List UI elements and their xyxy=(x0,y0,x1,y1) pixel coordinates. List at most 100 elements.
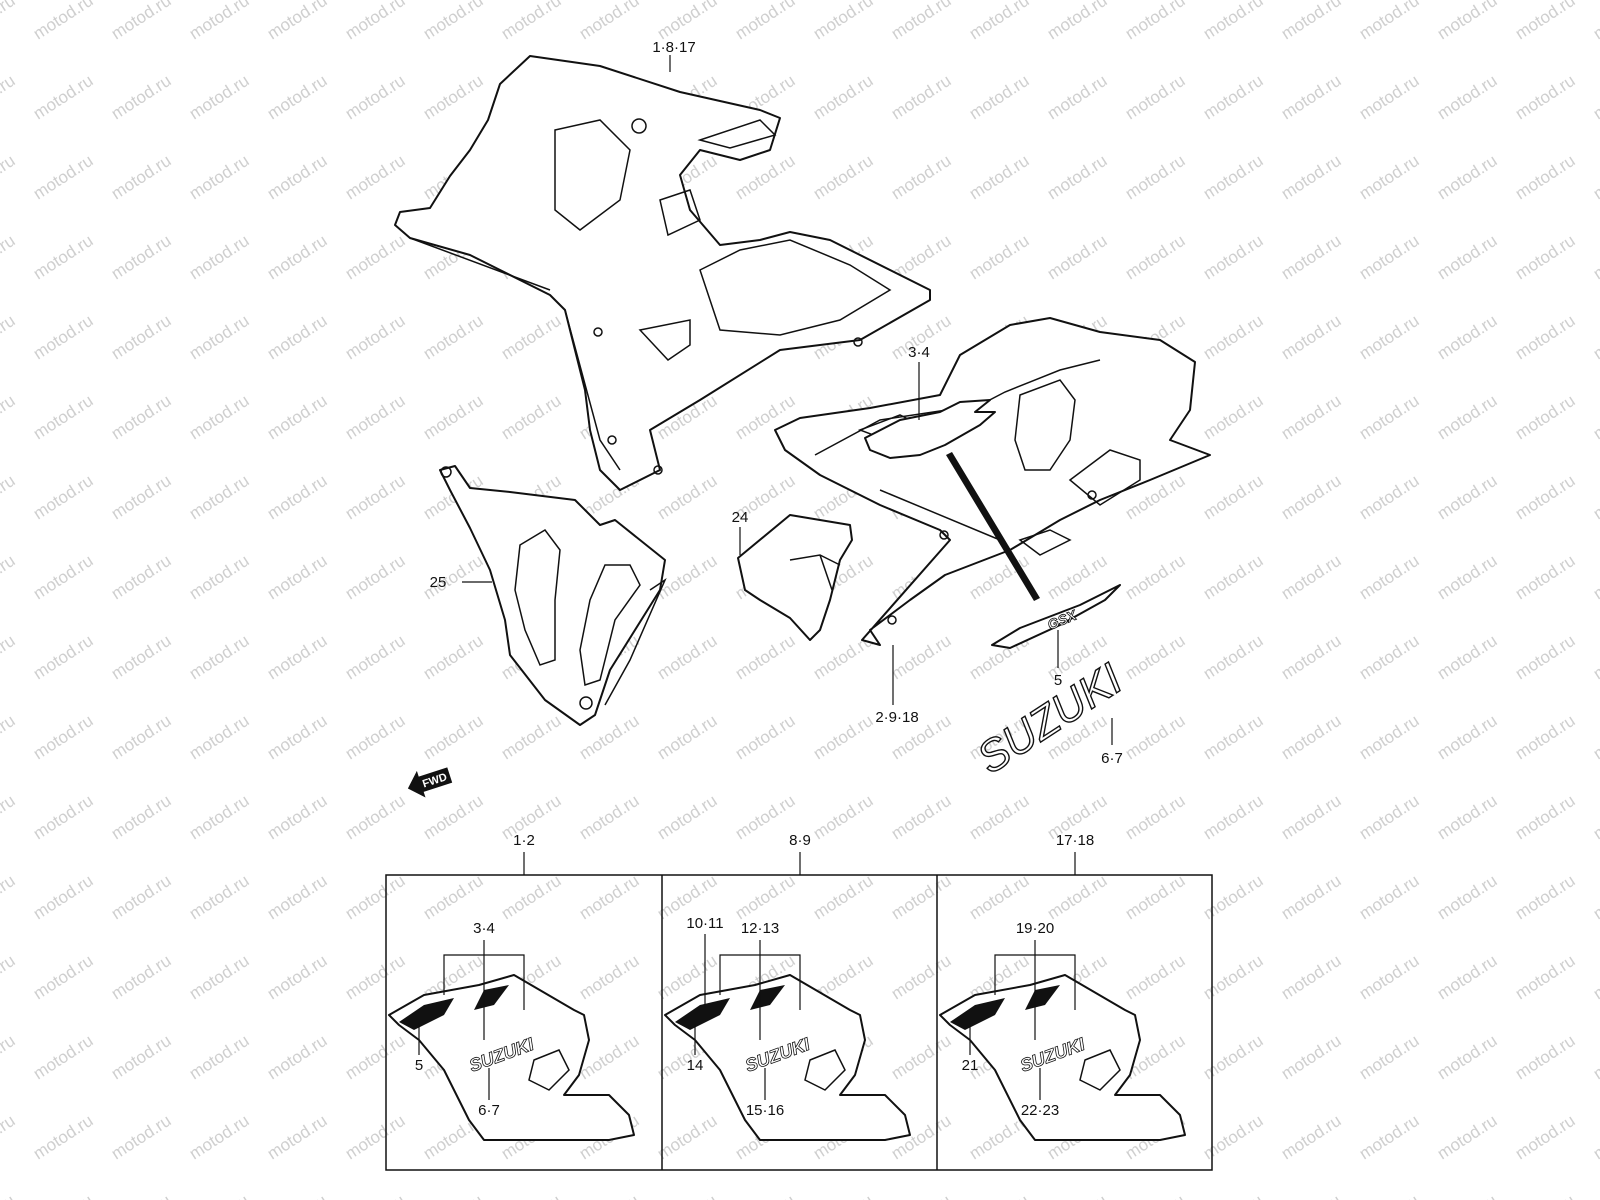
watermark-text: motod.ru xyxy=(1434,71,1501,123)
watermark-text: motod.ru xyxy=(498,391,565,443)
watermark-text: motod.ru xyxy=(1122,151,1189,203)
watermark-text: motod.ru xyxy=(264,711,331,763)
watermark-text: motod.ru xyxy=(0,551,18,603)
watermark-text: motod.ru xyxy=(30,711,97,763)
watermark-text: motod.ru xyxy=(186,631,253,683)
watermark-text: motod.ru xyxy=(1590,151,1600,203)
watermark-text: motod.ru xyxy=(1512,151,1579,203)
watermark-text: motod.ru xyxy=(1434,791,1501,843)
watermark-text: motod.ru xyxy=(732,1191,799,1200)
watermark-text: motod.ru xyxy=(30,1111,97,1163)
variant-bottom-label: 22·23 xyxy=(1021,1102,1059,1119)
variant-header: 17·18 xyxy=(1056,832,1094,849)
watermark-text: motod.ru xyxy=(1278,791,1345,843)
watermark-text: motod.ru xyxy=(1200,791,1267,843)
watermark-text: motod.ru xyxy=(186,151,253,203)
watermark-text: motod.ru xyxy=(810,151,877,203)
watermark-text: motod.ru xyxy=(108,1031,175,1083)
watermark-text: motod.ru xyxy=(888,0,955,43)
watermark-text: motod.ru xyxy=(420,791,487,843)
watermark-text: motod.ru xyxy=(1512,471,1579,523)
watermark-text: motod.ru xyxy=(108,791,175,843)
watermark-text: motod.ru xyxy=(1200,1191,1267,1200)
watermark-text: motod.ru xyxy=(420,311,487,363)
watermark-text: motod.ru xyxy=(888,951,955,1003)
watermark-text: motod.ru xyxy=(342,471,409,523)
stripe-decal[interactable]: 3·4 xyxy=(864,344,1040,601)
watermark-text: motod.ru xyxy=(186,0,253,43)
watermark-text: motod.ru xyxy=(1590,711,1600,763)
watermark-text: motod.ru xyxy=(1122,551,1189,603)
watermark-text: motod.ru xyxy=(1590,231,1600,283)
watermark-text: motod.ru xyxy=(810,0,877,43)
side-cover[interactable]: 25 xyxy=(430,465,667,726)
watermark-text: motod.ru xyxy=(1590,0,1600,43)
watermark-text: motod.ru xyxy=(264,791,331,843)
mini-decal xyxy=(950,998,1005,1030)
watermark-text: motod.ru xyxy=(108,1111,175,1163)
watermark-text: motod.ru xyxy=(576,1191,643,1200)
watermark-text: motod.ru xyxy=(810,871,877,923)
watermark-text: motod.ru xyxy=(342,631,409,683)
watermark-text: motod.ru xyxy=(264,311,331,363)
watermark-text: motod.ru xyxy=(576,951,643,1003)
watermark-text: motod.ru xyxy=(1512,1111,1579,1163)
watermark-text: motod.ru xyxy=(0,871,18,923)
watermark-text: motod.ru xyxy=(1044,151,1111,203)
watermark-text: motod.ru xyxy=(342,71,409,123)
watermark-text: motod.ru xyxy=(108,951,175,1003)
watermark-text: motod.ru xyxy=(1434,551,1501,603)
watermark-text: motod.ru xyxy=(342,391,409,443)
watermark-text: motod.ru xyxy=(0,1111,18,1163)
variant-bottom-label: 15·16 xyxy=(746,1102,784,1119)
watermark-text: motod.ru xyxy=(264,0,331,43)
watermark-text: motod.ru xyxy=(420,391,487,443)
watermark-text: motod.ru xyxy=(108,631,175,683)
lower-fairing[interactable]: 2·9·18 xyxy=(774,317,1211,726)
watermark-text: motod.ru xyxy=(342,711,409,763)
watermark-text: motod.ru xyxy=(1200,0,1267,43)
watermark-text: motod.ru xyxy=(888,871,955,923)
watermark-text: motod.ru xyxy=(30,551,97,603)
watermark-text: motod.ru xyxy=(654,471,721,523)
watermark-text: motod.ru xyxy=(1434,471,1501,523)
watermark-text: motod.ru xyxy=(1434,1031,1501,1083)
watermark-text: motod.ru xyxy=(0,951,18,1003)
watermark-text: motod.ru xyxy=(1434,711,1501,763)
mini-fairing xyxy=(664,974,911,1141)
watermark-text: motod.ru xyxy=(264,391,331,443)
watermark-text: motod.ru xyxy=(1278,1031,1345,1083)
inner-panel[interactable]: 24 xyxy=(732,509,853,641)
variant-header: 8·9 xyxy=(789,832,811,849)
watermark-text: motod.ru xyxy=(108,711,175,763)
watermark-text: motod.ru xyxy=(342,951,409,1003)
watermark-text: motod.ru xyxy=(1356,871,1423,923)
watermark-text: motod.ru xyxy=(1278,871,1345,923)
watermark-text: motod.ru xyxy=(108,1191,175,1200)
watermark-text: motod.ru xyxy=(966,0,1033,43)
watermark-text: motod.ru xyxy=(1356,1191,1423,1200)
watermark-text: motod.ru xyxy=(0,231,18,283)
watermark-text: motod.ru xyxy=(342,1111,409,1163)
watermark-text: motod.ru xyxy=(186,71,253,123)
watermark-text: motod.ru xyxy=(1434,391,1501,443)
watermark-text: motod.ru xyxy=(1200,1111,1267,1163)
watermark-text: motod.ru xyxy=(30,791,97,843)
watermark-text: motod.ru xyxy=(186,551,253,603)
watermark-text: motod.ru xyxy=(342,1031,409,1083)
watermark-text: motod.ru xyxy=(1356,471,1423,523)
watermark-text: motod.ru xyxy=(1512,1031,1579,1083)
watermark-text: motod.ru xyxy=(1278,0,1345,43)
watermark-text: motod.ru xyxy=(1434,231,1501,283)
upper-fairing[interactable]: 1·8·17 xyxy=(394,39,931,491)
label-gsx-emblem: 5 xyxy=(1054,672,1062,689)
watermark-text: motod.ru xyxy=(654,791,721,843)
watermark-text: motod.ru xyxy=(0,711,18,763)
watermark-text: motod.ru xyxy=(264,1111,331,1163)
watermark-text: motod.ru xyxy=(1122,71,1189,123)
watermark-text: motod.ru xyxy=(1278,391,1345,443)
watermark-text: motod.ru xyxy=(732,0,799,43)
